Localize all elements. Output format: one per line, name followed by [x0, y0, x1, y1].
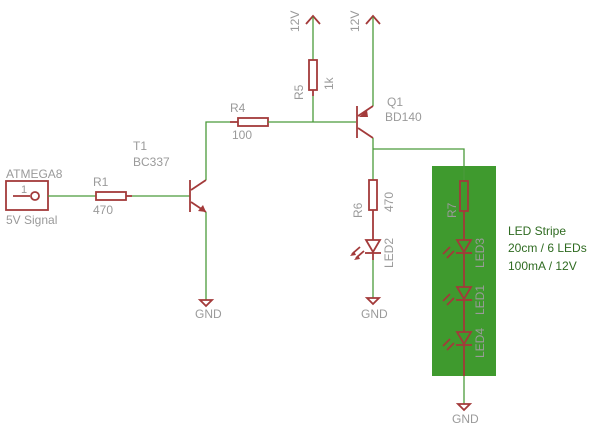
gnd-symbol-1 [197, 299, 215, 308]
wire-t1-r4 [205, 121, 230, 180]
resistor-r1 [95, 191, 132, 201]
gnd1-label: GND [195, 307, 222, 321]
resistor-r4 [230, 117, 269, 127]
t1-name: T1 [133, 139, 147, 153]
atmega-label: ATMEGA8 [6, 167, 63, 181]
r6-name: R6 [351, 202, 365, 218]
r5-name: R5 [292, 84, 306, 100]
q1-name: Q1 [387, 95, 403, 109]
gnd3-label: GND [452, 412, 479, 426]
pin1-label: 1 [21, 184, 27, 196]
gnd-symbol-3 [455, 403, 473, 412]
stripe-label-line3: 100mA / 12V [508, 259, 577, 273]
vcc-arrow-2 [365, 14, 381, 25]
led2-label: LED2 [382, 238, 396, 268]
vcc1-label: 12V [288, 11, 302, 32]
led2-diode [350, 239, 382, 260]
r4-value: 100 [232, 128, 252, 142]
stripe-label-line1: LED Stripe [508, 224, 566, 238]
r6-value: 470 [382, 192, 396, 212]
resistor-r5 [308, 59, 318, 96]
r1-name: R1 [93, 175, 109, 189]
gnd-symbol-2 [364, 297, 382, 306]
gnd2-label: GND [361, 307, 388, 321]
led1-label: LED1 [473, 285, 487, 315]
wire-q1-stripe [373, 148, 465, 180]
transistor-q1 [356, 105, 374, 139]
vcc2-label: 12V [348, 11, 362, 32]
r1-value: 470 [93, 203, 113, 217]
led3-label: LED3 [473, 238, 487, 268]
q1-part: BD140 [385, 110, 422, 124]
signal-label: 5V Signal [6, 213, 57, 227]
r4-name: R4 [230, 101, 246, 115]
transistor-t1 [189, 179, 207, 213]
vcc-arrow-1 [305, 14, 321, 25]
led4-label: LED4 [473, 328, 487, 358]
r7-name: R7 [445, 202, 459, 218]
r5-value: 1k [322, 76, 336, 90]
t1-part: BC337 [133, 155, 170, 169]
resistor-r6 [368, 179, 378, 240]
stripe-label-line2: 20cm / 6 LEDs [508, 241, 587, 255]
